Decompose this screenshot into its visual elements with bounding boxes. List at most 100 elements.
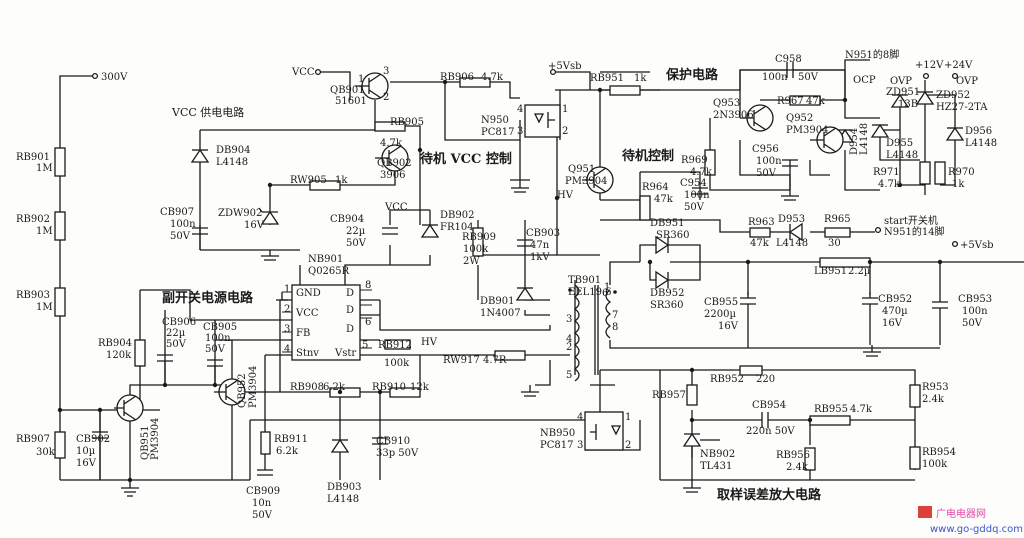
diode-d956	[945, 126, 965, 141]
value-rb910: 12k	[410, 382, 430, 393]
value-rw905: 1k	[335, 175, 348, 186]
label-n950: N950	[481, 115, 509, 126]
value-r965: 30	[828, 238, 841, 249]
value-cb909-a: 10n	[252, 498, 272, 509]
resistor-rb906	[459, 77, 491, 88]
ic-pin-stnv: Stnv	[296, 348, 319, 359]
value-db901: 1N4007	[480, 308, 521, 319]
capacitor-cb902	[92, 410, 108, 480]
label-rb954: RB954	[922, 447, 956, 458]
watermark-name: 广电电器网	[936, 507, 986, 520]
label-rb905: RB905	[390, 117, 424, 128]
resistor-rb955	[809, 415, 851, 426]
value-cb954: 220n 50V	[746, 426, 795, 437]
value-cb953-a: 100n	[962, 306, 988, 317]
qb901-pin-2: 2	[383, 92, 389, 103]
capacitor-cb955	[740, 292, 756, 315]
resistor-r969	[704, 149, 716, 176]
net-ovp-1: OVP	[890, 76, 912, 87]
n950-pin-4: 4	[517, 104, 523, 115]
resistor-rb951	[609, 85, 641, 96]
value-q952: PM3904	[786, 125, 828, 136]
label-rb957: RB957	[652, 390, 686, 401]
label-cb910: CB910	[376, 436, 410, 447]
value-db951: SR360	[656, 230, 689, 241]
value-c956-a: 100n	[756, 156, 782, 167]
value-d953: L4148	[776, 238, 808, 249]
resistor-rw905	[309, 180, 341, 191]
value-rb952: 220	[756, 374, 775, 385]
value-n950: PC817	[481, 127, 514, 138]
value-qb902: 3906	[380, 170, 405, 181]
resistor-r967	[789, 95, 821, 106]
ic-pin-fb: FB	[296, 328, 310, 339]
capacitor-cb905	[207, 359, 223, 385]
net-labels: 300V VCC VCC +5Vsb +5Vsb HV HV N951的8脚 +…	[101, 48, 994, 348]
terminal-circles	[91, 68, 959, 248]
section-standby-vcc-control: 待机 VCC 控制	[419, 151, 512, 167]
label-nb902: NB902	[700, 449, 735, 460]
ic-pin-num-6: 6	[365, 317, 371, 328]
n950-pin-3: 3	[517, 126, 523, 137]
label-lb951: LB951	[814, 266, 847, 277]
capacitor-cb904	[382, 227, 398, 235]
value-nb901: Q0265R	[308, 266, 350, 277]
label-cb905: CB905	[203, 322, 237, 333]
value-nb902: TL431	[700, 461, 732, 472]
capacitor-cb906	[157, 354, 173, 385]
value-rb908: 6.2k	[323, 382, 346, 393]
capacitor-cb953	[932, 290, 948, 330]
components-symbols	[54, 62, 965, 497]
ic-pin-num-8: 8	[365, 280, 371, 291]
net-300v: 300V	[101, 72, 128, 83]
value-cb904-b: 50V	[346, 238, 367, 249]
label-zdw902: ZDW902	[218, 208, 262, 219]
value-cb907-a: 100n	[170, 219, 196, 230]
label-rb903: RB903	[16, 290, 50, 301]
capacitor-c958	[740, 62, 845, 78]
label-cb902: CB902	[76, 434, 110, 445]
resistor-rw917	[494, 350, 526, 361]
shunt-regulator-nb902	[682, 432, 720, 458]
net-5vsb-top: +5Vsb	[548, 61, 582, 72]
label-rb955: RB955	[814, 404, 848, 415]
resistor-rb902	[54, 211, 66, 241]
value-rw917: 4.7R	[483, 355, 507, 366]
label-db902: DB902	[440, 210, 474, 221]
value-cb903-a: 47n	[530, 240, 550, 251]
value-rb954: 100k	[922, 459, 948, 470]
resistor-r963	[749, 227, 771, 238]
value-c958-b: 50V	[798, 72, 819, 83]
label-rb909: RB909	[462, 232, 496, 243]
optocoupler-n950	[524, 104, 561, 138]
diode-db902	[420, 223, 440, 238]
label-r970: R970	[948, 167, 975, 178]
transistor-qb901	[355, 72, 389, 100]
tb901-pin-4: 4	[566, 334, 572, 345]
section-standby-control: 待机控制	[621, 148, 674, 164]
value-r971: 4.7k	[878, 179, 901, 190]
value-rb909-a: 100k	[463, 244, 489, 255]
transformer-tb901	[568, 284, 617, 382]
label-rb951: RB951	[590, 73, 624, 84]
nb950-pin-4: 4	[577, 412, 583, 423]
resistor-rb908	[329, 387, 361, 398]
net-start-line2: N951的14脚	[884, 225, 945, 238]
value-r967: 47k	[806, 96, 826, 107]
label-rb956: RB956	[776, 450, 810, 461]
resistor-rb910	[389, 387, 421, 398]
value-cb903-b: 1kV	[530, 252, 550, 263]
value-c958-a: 100n	[762, 72, 788, 83]
resistor-rb904	[134, 339, 146, 367]
label-cb954: CB954	[752, 400, 786, 411]
label-q951: Q951	[568, 164, 595, 175]
capacitor-c954	[692, 187, 708, 195]
transistor-qb951	[114, 394, 144, 422]
resistor-rb952	[739, 365, 763, 376]
tb901-pin-7: 7	[612, 310, 618, 321]
label-c958: C958	[775, 54, 802, 65]
value-rb901: 1M	[36, 163, 53, 174]
label-c954: C954	[680, 178, 707, 189]
section-titles: VCC 供电电路 待机 VCC 控制 保护电路 待机控制 副开关电源电路 取样误…	[162, 67, 822, 503]
ic-pin-labels: GND VCC FB Stnv Vstr D D D 8 6 5 1 2 3 4	[284, 280, 371, 359]
